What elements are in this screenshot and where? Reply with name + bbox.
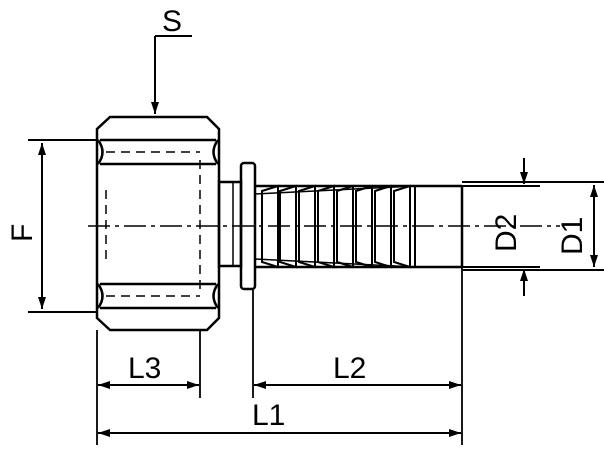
barb-ridges <box>261 184 463 269</box>
label-s: S <box>162 5 182 38</box>
hidden-thread-lines <box>105 151 201 297</box>
extension-lines <box>96 267 463 445</box>
barb-ridge <box>374 184 392 269</box>
dimension-d1 <box>462 181 604 271</box>
label-d1: D1 <box>556 217 589 255</box>
barb-ridge <box>336 184 354 269</box>
label-d2: D2 <box>490 214 523 252</box>
dimension-d2 <box>462 158 540 296</box>
hex-nut <box>95 115 221 332</box>
label-l1: L1 <box>252 399 285 432</box>
label-l2: L2 <box>333 352 366 385</box>
barb-ridge <box>298 184 316 269</box>
barb-ridge <box>279 184 297 269</box>
barb-ridge <box>317 184 335 269</box>
barb-ridge <box>261 184 279 269</box>
dimension-s <box>151 35 192 114</box>
label-l3: L3 <box>128 352 161 385</box>
dimension-f <box>28 139 96 313</box>
label-f: F <box>6 224 39 242</box>
flange-collar <box>217 161 257 291</box>
barb-ridge <box>393 184 411 269</box>
barb-ridge <box>355 184 373 269</box>
